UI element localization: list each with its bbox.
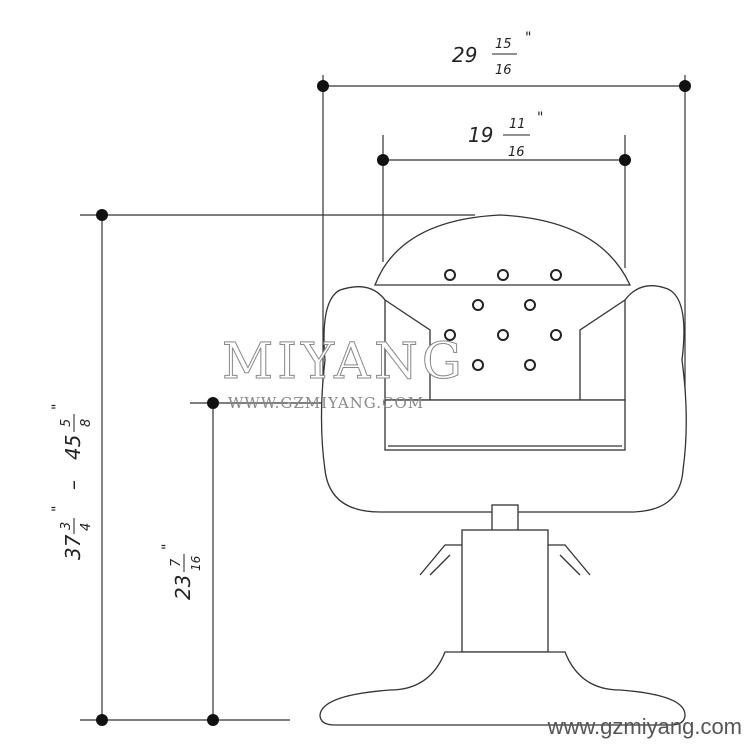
svg-text:–: – xyxy=(61,480,85,490)
dimension-dots xyxy=(96,80,691,726)
dimension-dot xyxy=(96,209,108,221)
svg-text:23: 23 xyxy=(171,575,195,600)
back-width-whole: 19 xyxy=(468,123,493,147)
tufting-buttons xyxy=(444,269,562,371)
dimension-dot xyxy=(207,397,219,409)
watermark-brand: MIYANG xyxy=(222,332,466,390)
back-width-unit: " xyxy=(537,110,543,126)
svg-text:3: 3 xyxy=(59,522,74,530)
footer-url: www.gzmiyang.com xyxy=(547,714,742,739)
back-width-den: 16 xyxy=(508,145,525,160)
dimension-dot xyxy=(317,80,329,92)
height-label: 37 3 4 " – 45 5 8 " xyxy=(50,404,94,560)
chair-base xyxy=(319,651,686,726)
overall-width-unit: " xyxy=(525,30,531,46)
dimension-dot xyxy=(207,714,219,726)
svg-text:": " xyxy=(160,544,176,550)
seat-height-label: 23 7 16 " xyxy=(160,544,203,600)
dimension-labels: 29 15 16 " 19 11 16 " 37 3 4 " – 45 5 8 … xyxy=(50,30,543,600)
dimension-dot xyxy=(96,714,108,726)
svg-text:5: 5 xyxy=(59,419,74,427)
chair-seat xyxy=(384,399,626,451)
svg-text:": " xyxy=(50,506,66,512)
svg-text:45: 45 xyxy=(61,435,85,460)
svg-text:7: 7 xyxy=(169,558,184,567)
svg-text:": " xyxy=(50,404,66,410)
overall-width-den: 16 xyxy=(495,63,512,78)
overall-width-whole: 29 xyxy=(452,43,477,67)
chair xyxy=(319,214,687,726)
chair-pump xyxy=(461,529,549,653)
dimension-dot xyxy=(619,154,631,166)
svg-text:4: 4 xyxy=(79,523,94,531)
svg-text:16: 16 xyxy=(189,555,203,571)
watermark-url: WWW.GZMIYANG.COM xyxy=(228,394,424,412)
chair-backrest xyxy=(374,214,632,286)
dimension-dot xyxy=(679,80,691,92)
watermark: MIYANG WWW.GZMIYANG.COM xyxy=(222,332,466,413)
svg-text:8: 8 xyxy=(79,419,94,427)
overall-width-num: 15 xyxy=(495,37,512,52)
dimension-dot xyxy=(377,154,389,166)
chair-arm-inner xyxy=(384,299,626,400)
back-width-num: 11 xyxy=(509,117,526,132)
chair-arms xyxy=(320,285,687,513)
svg-text:37: 37 xyxy=(61,534,85,560)
